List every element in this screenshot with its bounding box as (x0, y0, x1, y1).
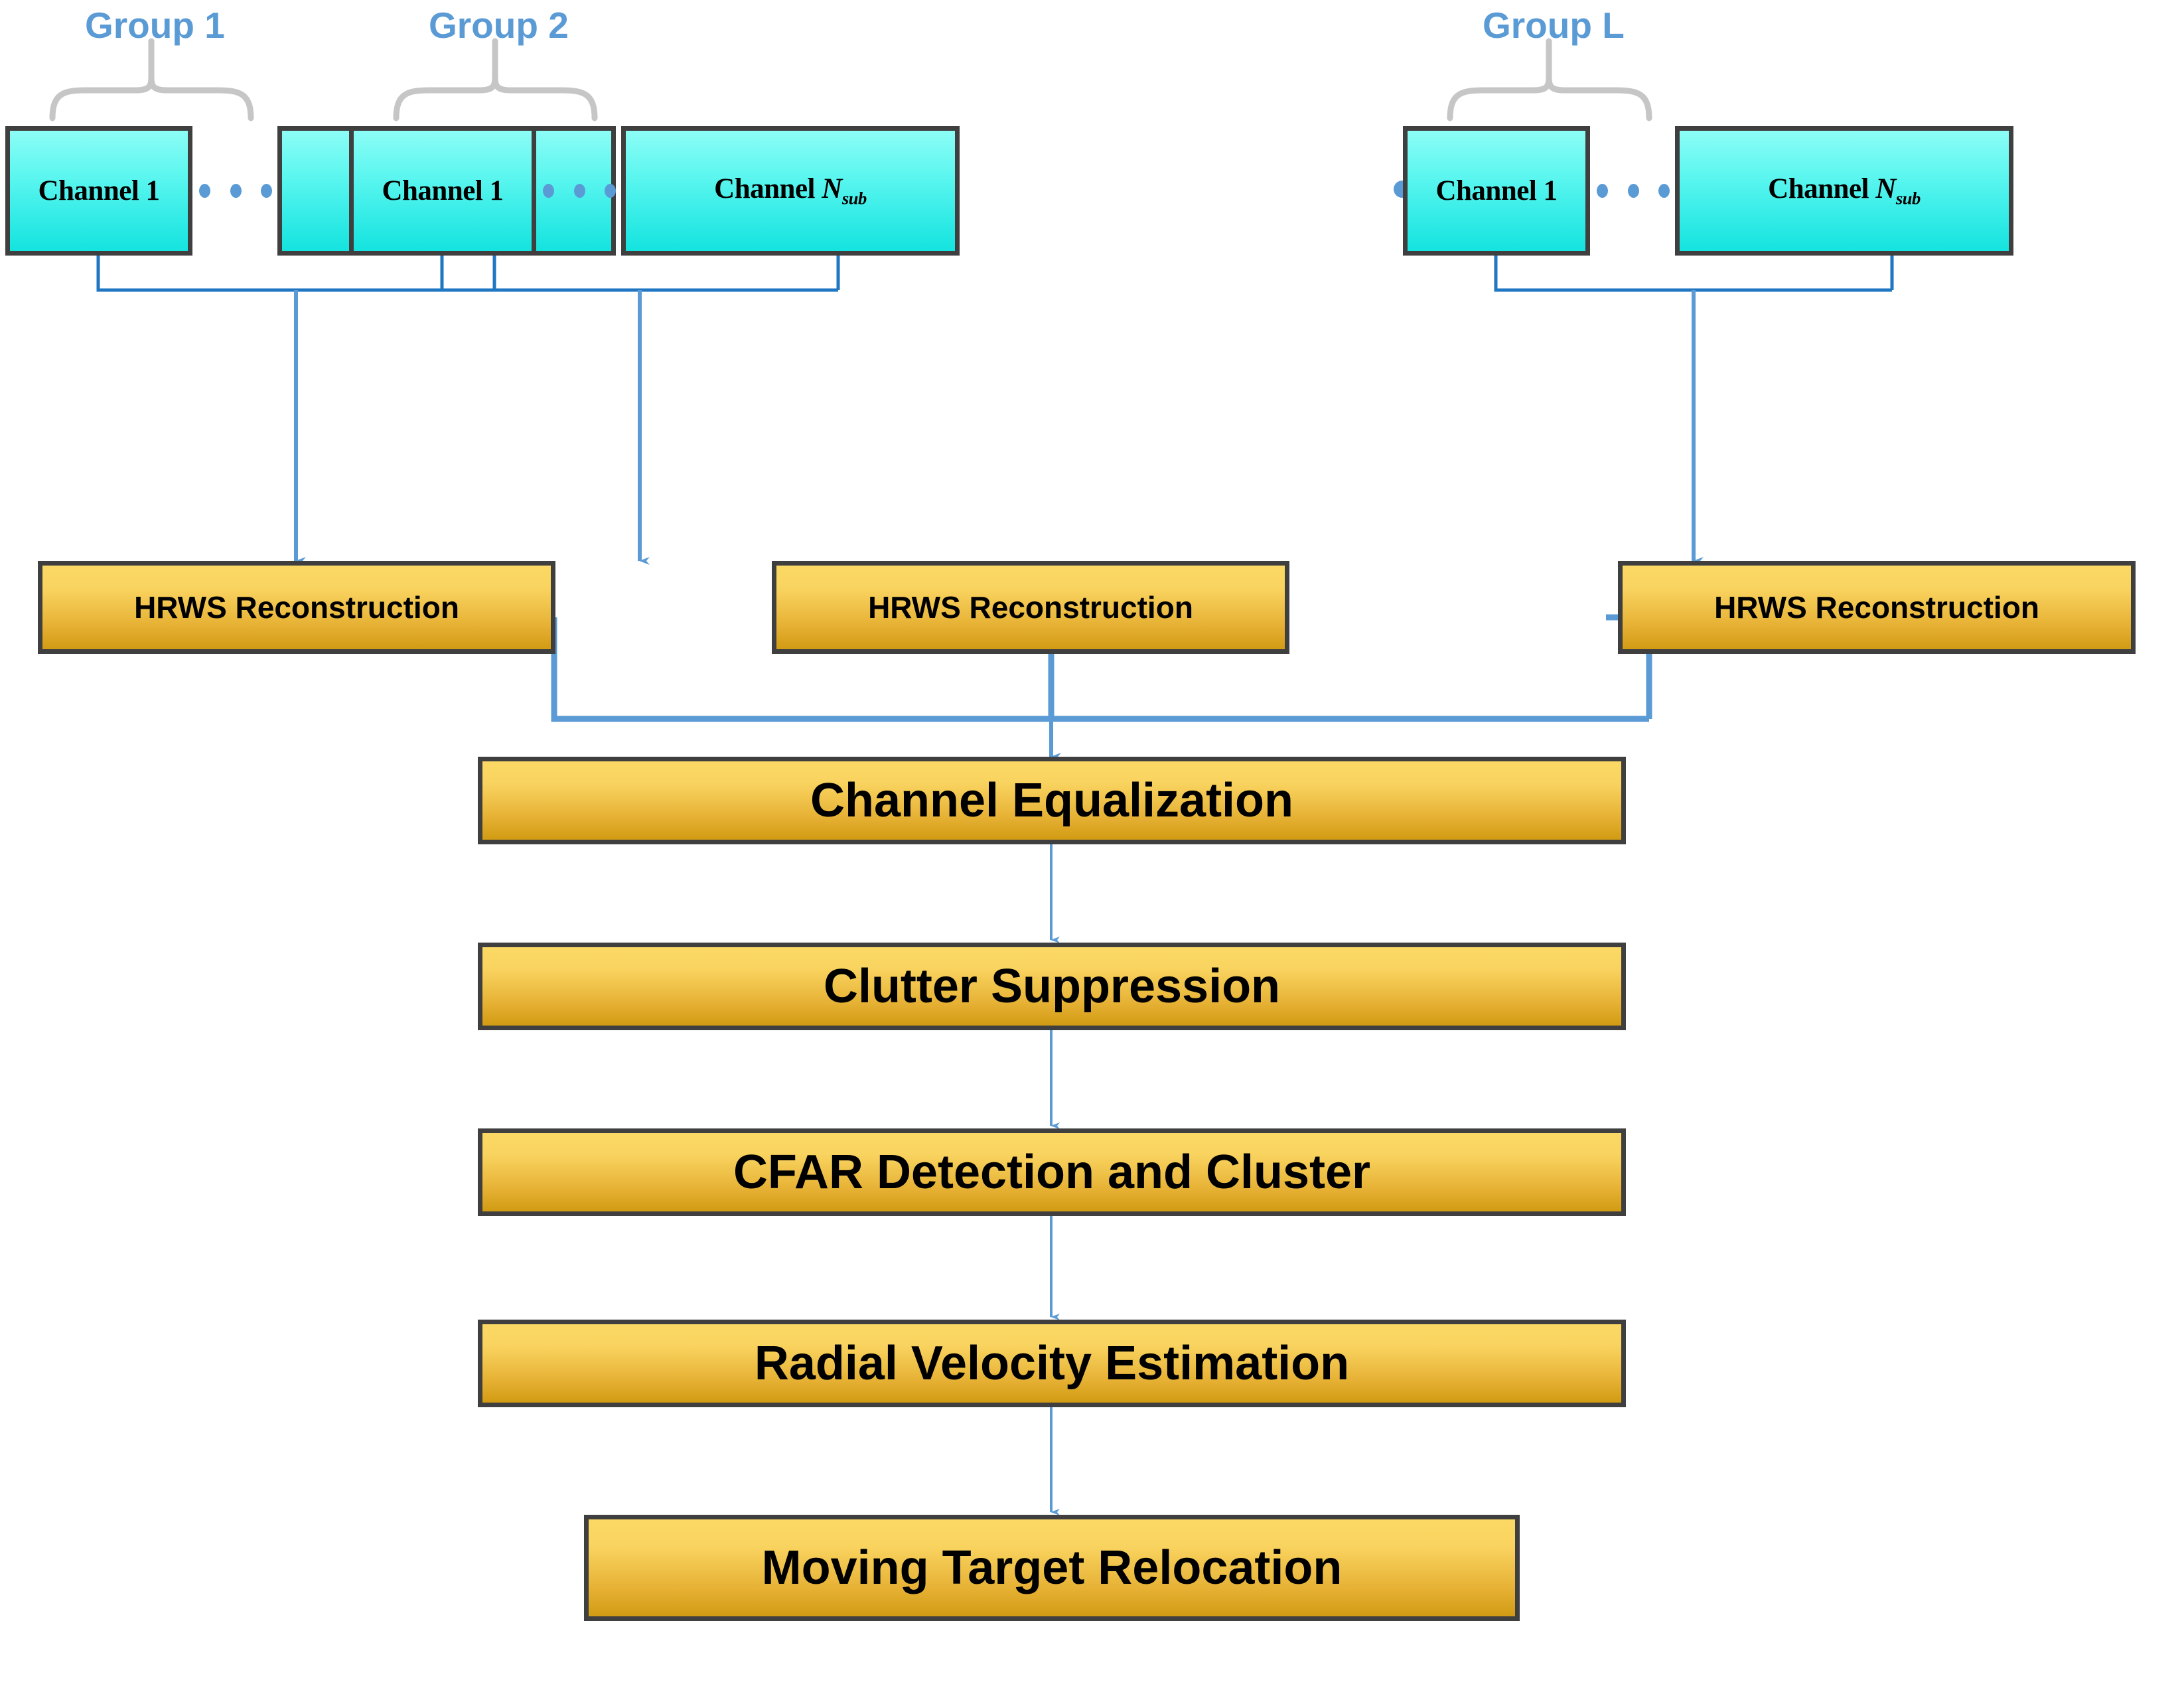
pipeline-box-clutter-suppression[interactable]: Clutter Suppression (478, 943, 1626, 1030)
dot (261, 183, 272, 198)
hrws-label: HRWS Reconstruction (134, 590, 459, 625)
group2-merge-connector (440, 256, 840, 292)
dot (1627, 183, 1639, 198)
ellipsis-groupL-channels (1597, 183, 1670, 198)
channel-label-symbol: N (1875, 173, 1896, 205)
pipeline-box-cfar-detection-and-cluster[interactable]: CFAR Detection and Cluster (478, 1128, 1626, 1216)
dot (1597, 183, 1608, 198)
channel-box-group1-first[interactable]: Channel 1 (5, 126, 192, 256)
pipeline-box-moving-target-relocation[interactable]: Moving Target Relocation (584, 1515, 1520, 1621)
channel-box-groupL-first[interactable]: Channel 1 (1403, 126, 1590, 256)
group1-merge-connector (96, 256, 496, 292)
pipeline-label: Clutter Suppression (823, 960, 1281, 1013)
ellipsis-group1-channels (199, 183, 272, 198)
channel-box-group2-first[interactable]: Channel 1 (349, 126, 536, 256)
channel-label-subscript: sub (1895, 188, 1921, 208)
dot (543, 183, 554, 198)
dot (1658, 183, 1670, 198)
channel-box-group2-last[interactable]: Channel Nsub (621, 126, 960, 256)
channel-label-prefix: Channel (1768, 173, 1876, 205)
group-brace-L (1447, 38, 1652, 121)
hrws-label: HRWS Reconstruction (868, 590, 1193, 625)
dot (573, 183, 585, 198)
channel-label-prefix: Channel (714, 173, 822, 205)
hrws-label: HRWS Reconstruction (1714, 590, 2039, 625)
pipeline-label: Moving Target Relocation (761, 1541, 1343, 1594)
channel-label: Channel 1 (38, 175, 160, 206)
channel-label: Channel Nsub (1768, 173, 1921, 209)
group-brace-1 (49, 38, 254, 121)
hrws-reconstruction-box-groupL[interactable]: HRWS Reconstruction (1618, 561, 2136, 654)
channel-box-groupL-last[interactable]: Channel Nsub (1675, 126, 2013, 256)
hrws-reconstruction-box-group1[interactable]: HRWS Reconstruction (38, 561, 555, 654)
dot (605, 183, 616, 198)
hrws-reconstruction-box-group2[interactable]: HRWS Reconstruction (772, 561, 1289, 654)
pipeline-label: Channel Equalization (810, 774, 1294, 827)
group-label-2: Group 2 (429, 5, 569, 46)
channel-label-subscript: sub (841, 188, 867, 208)
dot (199, 183, 210, 198)
pipeline-label: CFAR Detection and Cluster (733, 1146, 1371, 1199)
dot (230, 183, 242, 198)
channel-label: Channel 1 (382, 175, 504, 206)
pipeline-label: Radial Velocity Estimation (754, 1337, 1350, 1390)
group-label-L: Group L (1483, 5, 1625, 46)
channel-label-symbol: N (822, 173, 842, 205)
group-label-1: Group 1 (85, 5, 225, 46)
group-brace-2 (393, 38, 598, 121)
pipeline-box-radial-velocity-estimation[interactable]: Radial Velocity Estimation (478, 1320, 1626, 1407)
channel-label: Channel 1 (1435, 175, 1558, 206)
pipeline-box-channel-equalization[interactable]: Channel Equalization (478, 757, 1626, 844)
channel-label: Channel Nsub (714, 173, 867, 209)
groupL-merge-connector (1494, 256, 1894, 292)
ellipsis-group2-channels (543, 183, 616, 198)
